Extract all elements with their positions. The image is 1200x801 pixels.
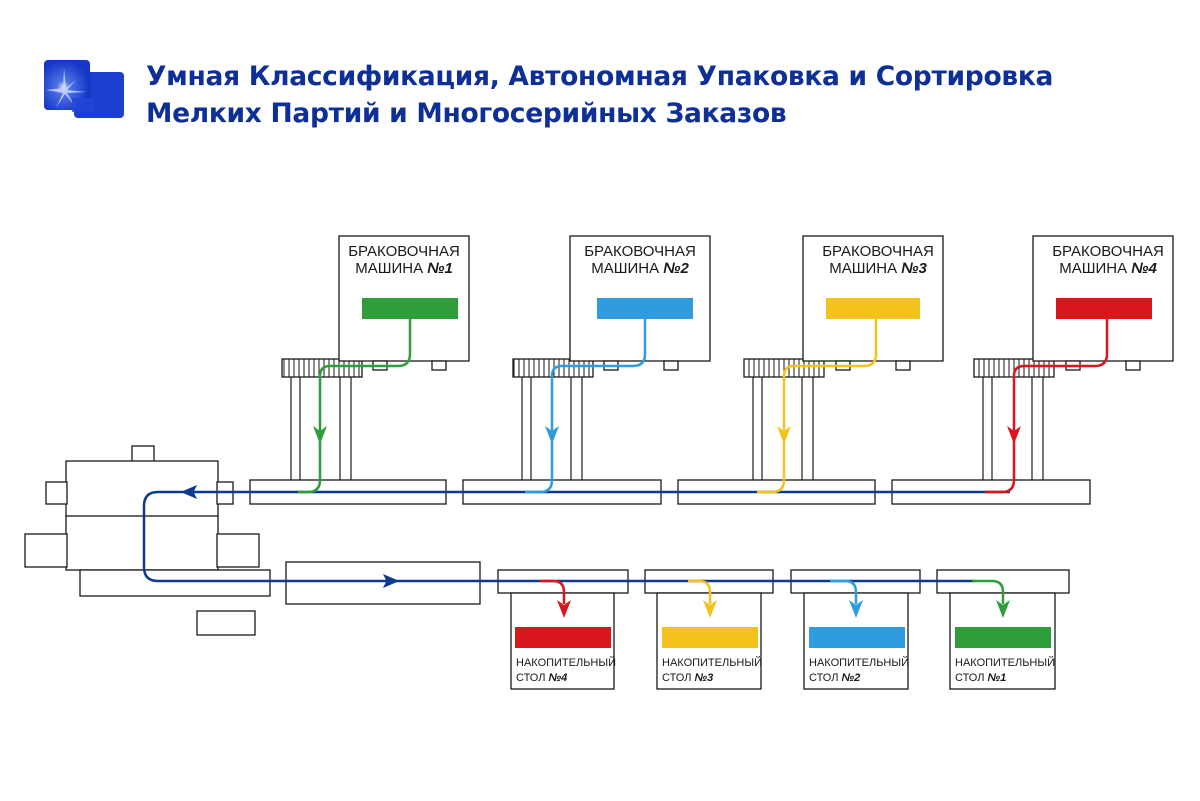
machine-2-label-line1: БРАКОВОЧНАЯ xyxy=(584,243,696,260)
inspection-machine-1: БРАКОВОЧНАЯ МАШИНА №1 xyxy=(281,235,470,480)
page-title-line2: Мелких Партий и Многосерийных Заказов xyxy=(146,98,787,129)
machine-1-label-line1: БРАКОВОЧНАЯ xyxy=(348,243,460,260)
table-1-label-line2: СТОЛ №1 xyxy=(955,672,1006,684)
table-4-label-line2: СТОЛ №4 xyxy=(516,672,567,684)
main-flow-arrow-left xyxy=(180,485,198,499)
page-title-line1: Умная Классификация, Автономная Упаковка… xyxy=(146,61,1054,92)
machine-4-label-line1: БРАКОВОЧНАЯ xyxy=(1052,243,1164,260)
table-4-label-line1: НАКОПИТЕЛЬНЫЙ xyxy=(516,656,616,669)
accumulation-table-1: НАКОПИТЕЛЬНЫЙ СТОЛ №1 xyxy=(949,592,1056,690)
machine-3-route xyxy=(757,319,878,494)
table-3-label-line2: СТОЛ №3 xyxy=(662,672,713,684)
table-3-color-indicator xyxy=(662,627,758,648)
machine-2-route xyxy=(525,319,647,494)
machine-4-label-line2: МАШИНА №4 xyxy=(1059,260,1157,277)
inspection-machine-4: БРАКОВОЧНАЯ МАШИНА №4 xyxy=(973,235,1174,480)
machine-3-label-line2: МАШИНА №3 xyxy=(829,260,927,277)
lower-conveyor xyxy=(285,561,1070,605)
table-1-color-indicator xyxy=(955,627,1051,648)
main-flow-arrow-right xyxy=(382,574,400,588)
machine-3-color-indicator xyxy=(826,298,920,319)
table-1-route xyxy=(972,579,1010,618)
machine-3-label-line1: БРАКОВОЧНАЯ xyxy=(822,243,934,260)
table-3-route xyxy=(688,579,717,618)
machine-2-color-indicator xyxy=(597,298,693,319)
table-2-label-line2: СТОЛ №2 xyxy=(809,672,860,684)
inspection-machine-3: БРАКОВОЧНАЯ МАШИНА №3 xyxy=(743,235,944,480)
table-3-label-line1: НАКОПИТЕЛЬНЫЙ xyxy=(662,656,762,669)
main-flow-path xyxy=(142,485,1010,588)
table-4-route xyxy=(540,579,571,618)
table-4-color-indicator xyxy=(515,627,611,648)
table-2-route xyxy=(830,579,863,618)
page-title: Умная Классификация, Автономная Упаковка… xyxy=(146,58,1053,132)
machine-1-label-line2: МАШИНА №1 xyxy=(355,260,453,277)
table-2-color-indicator xyxy=(809,627,905,648)
table-2-label-line1: НАКОПИТЕЛЬНЫЙ xyxy=(809,656,909,669)
machine-4-route xyxy=(985,319,1109,494)
machine-1-route xyxy=(298,319,412,494)
packaging-machine xyxy=(24,445,271,636)
machine-1-color-indicator xyxy=(362,298,458,319)
machine-2-label-line2: МАШИНА №2 xyxy=(591,260,689,277)
inspection-machine-2: БРАКОВОЧНАЯ МАШИНА №2 xyxy=(512,235,711,480)
machine-4-color-indicator xyxy=(1056,298,1152,319)
table-1-label-line1: НАКОПИТЕЛЬНЫЙ xyxy=(955,656,1055,669)
company-logo xyxy=(44,60,124,118)
